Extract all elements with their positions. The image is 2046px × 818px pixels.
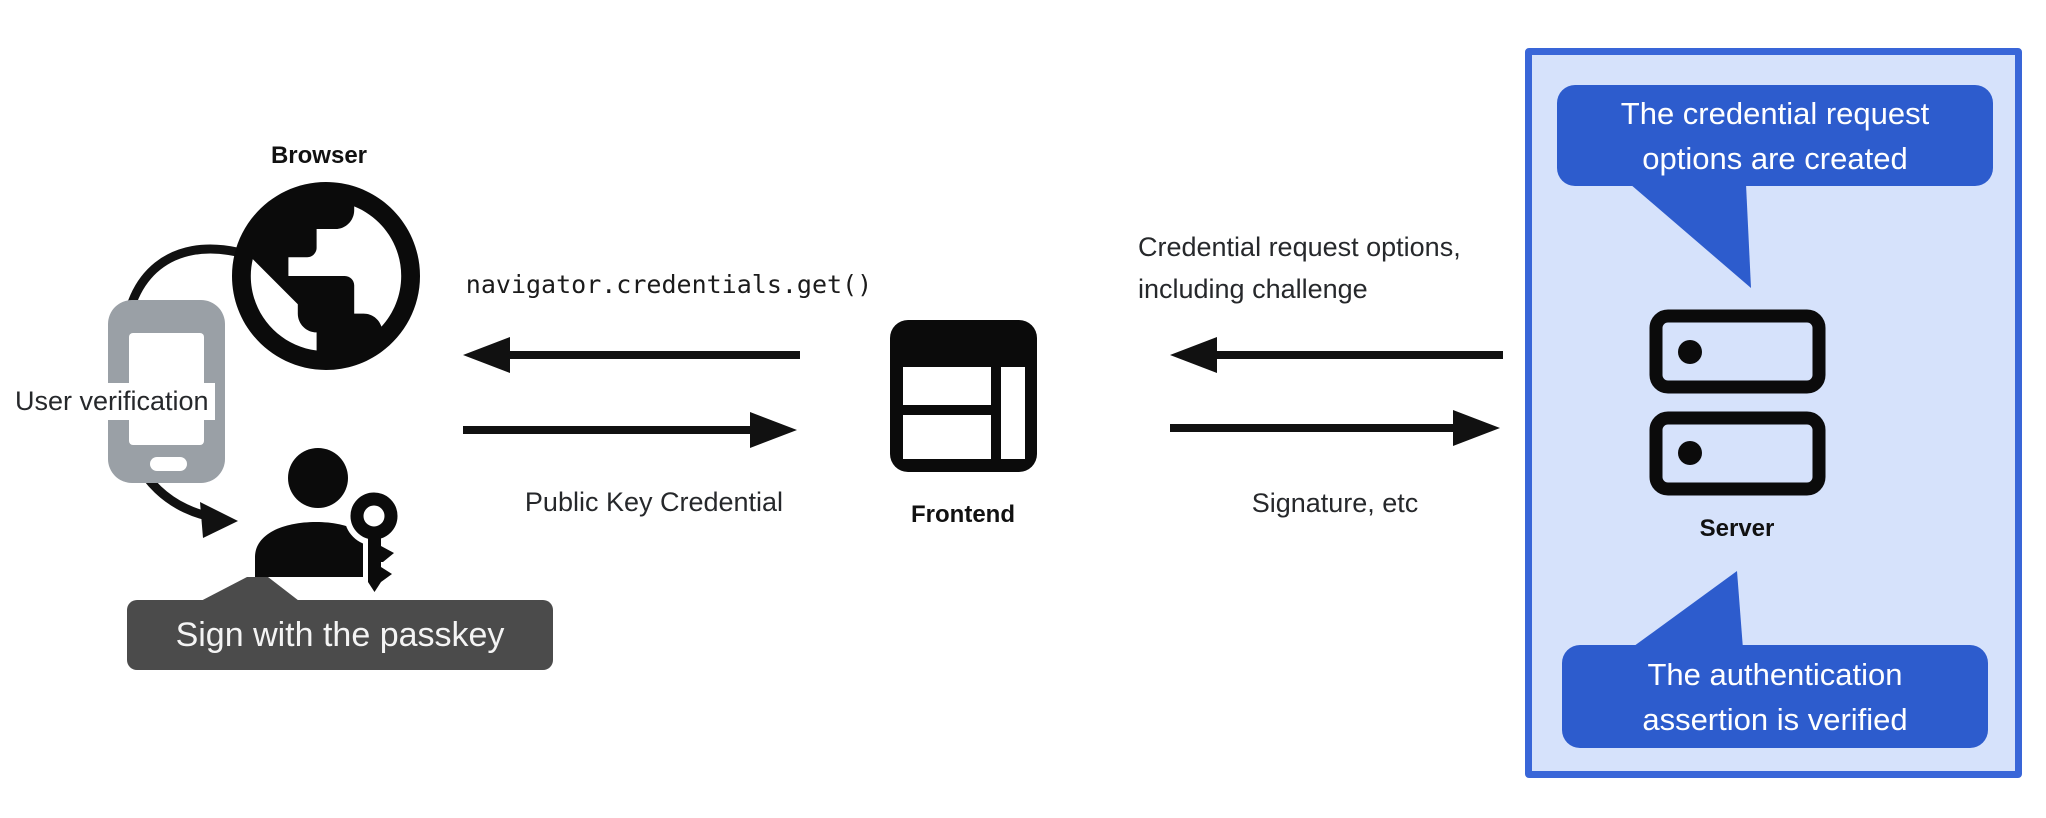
- key-icon: [344, 486, 404, 602]
- sign-with-passkey-callout: Sign with the passkey: [127, 600, 553, 670]
- browser-label: Browser: [270, 142, 368, 169]
- credential-request-line1: Credential request options,: [1138, 232, 1461, 262]
- public-key-credential-label: Public Key Credential: [524, 487, 784, 517]
- server-to-frontend-arrow: [1170, 337, 1503, 373]
- browser-window-icon: [890, 320, 1037, 472]
- sign-with-passkey-text: Sign with the passkey: [175, 615, 505, 654]
- credential-request-options-label: Credential request options, including ch…: [1138, 226, 1461, 310]
- server-label: Server: [1699, 515, 1775, 542]
- bubble-bottom-line1: The authentication: [1647, 656, 1903, 692]
- bubble-bottom-line2: assertion is verified: [1642, 701, 1908, 737]
- browser-to-frontend-arrow: [463, 412, 797, 448]
- bubble-assertion-verified: The authentication assertion is verified: [1562, 645, 1988, 748]
- frontend-to-browser-arrow: [463, 337, 800, 373]
- bubble-top-line2: options are created: [1642, 140, 1908, 176]
- frontend-label: Frontend: [911, 501, 1015, 528]
- frontend-to-server-arrow: [1170, 410, 1500, 446]
- browser-to-phone-arrow: [108, 244, 242, 374]
- globe-icon: [232, 182, 420, 370]
- user-verification-label: User verification: [9, 383, 215, 420]
- bubble-credential-options-created: The credential request options are creat…: [1557, 85, 1993, 186]
- phone-to-person-arrow: [123, 427, 238, 538]
- person-icon: [255, 448, 375, 577]
- navigator-credentials-get-code: navigator.credentials.get(): [465, 270, 873, 299]
- bubble-top-line1: The credential request: [1620, 95, 1930, 131]
- credential-request-line2: including challenge: [1138, 274, 1368, 304]
- signature-label: Signature, etc: [1251, 488, 1419, 518]
